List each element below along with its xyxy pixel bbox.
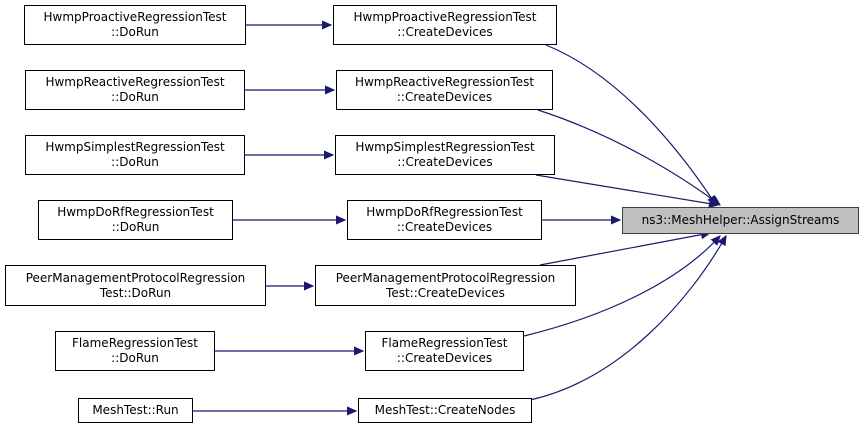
caller-label-line1: FlameRegressionTest [381,336,508,350]
entry-label-line1: HwmpSimplestRegressionTest [45,140,225,154]
edge-pm-create-to-target [539,233,710,266]
entry-hwmp-proactive-dorun[interactable]: HwmpProactiveRegressionTest ::DoRun [24,5,246,45]
caller-hwmp-proactive-create-devices[interactable]: HwmpProactiveRegressionTest ::CreateDevi… [333,5,557,45]
caller-label-line2: Test::CreateDevices [386,285,505,300]
entry-label-line1: MeshTest::Run [92,403,179,417]
entry-hwmp-reactive-dorun[interactable]: HwmpReactiveRegressionTest ::DoRun [25,70,245,110]
caller-label-line2: ::CreateDevices [396,90,493,104]
entry-mesh-test-run[interactable]: MeshTest::Run [78,398,193,423]
caller-label-line2: ::CreateDevices [396,220,493,234]
entry-label-line2: ::DoRun [111,351,159,365]
target-node-assign-streams: ns3::MeshHelper::AssignStreams [622,207,859,234]
entry-hwmp-dorf-dorun[interactable]: HwmpDoRfRegressionTest ::DoRun [38,200,233,240]
edge-fl-create-to-target [523,236,720,337]
entry-label-line2: ::DoRun [111,25,159,39]
caller-label-line2: ::CreateDevices [397,155,493,169]
entry-label-line2: ::DoRun [111,90,159,104]
entry-flame-dorun[interactable]: FlameRegressionTest ::DoRun [55,331,215,371]
caller-label-line1: HwmpDoRfRegressionTest [366,205,523,219]
entry-label-line1: HwmpProactiveRegressionTest [43,10,227,24]
entry-label-line2: ::DoRun [111,155,159,169]
caller-label-line1: HwmpProactiveRegressionTest [353,10,537,24]
edge-hp-create-to-target [545,44,716,205]
caller-label-line2: ::CreateDevices [397,25,493,39]
caller-hwmp-reactive-create-devices[interactable]: HwmpReactiveRegressionTest ::CreateDevic… [336,70,553,110]
caller-label-line1: HwmpSimplestRegressionTest [355,140,535,154]
caller-peer-management-create-devices[interactable]: PeerManagementProtocolRegression Test::C… [315,265,576,306]
entry-label-line1: FlameRegressionTest [72,336,198,350]
entry-label-line1: PeerManagementProtocolRegression [25,270,246,285]
entry-peer-management-dorun[interactable]: PeerManagementProtocolRegression Test::D… [5,265,266,306]
target-node-label: ns3::MeshHelper::AssignStreams [641,213,840,227]
entry-label-line1: HwmpReactiveRegressionTest [45,75,225,89]
caller-label-line1: MeshTest::CreateNodes [374,403,516,417]
entry-label-line2: Test::DoRun [99,285,172,300]
edge-hr-create-to-target [537,109,720,205]
caller-hwmp-simplest-create-devices[interactable]: HwmpSimplestRegressionTest ::CreateDevic… [335,135,555,175]
entry-label-line2: ::DoRun [111,220,160,234]
edge-mt-create-to-target [529,236,726,401]
caller-label-line2: ::CreateDevices [396,351,493,365]
caller-label-line1: PeerManagementProtocolRegression [335,270,556,285]
caller-hwmp-dorf-create-devices[interactable]: HwmpDoRfRegressionTest ::CreateDevices [347,200,542,240]
caller-flame-create-devices[interactable]: FlameRegressionTest ::CreateDevices [365,331,524,371]
caller-mesh-test-create-nodes[interactable]: MeshTest::CreateNodes [358,398,532,423]
entry-label-line1: HwmpDoRfRegressionTest [57,205,214,219]
caller-label-line1: HwmpReactiveRegressionTest [354,75,535,89]
edge-hs-create-to-target [535,174,718,205]
entry-hwmp-simplest-dorun[interactable]: HwmpSimplestRegressionTest ::DoRun [25,135,245,175]
